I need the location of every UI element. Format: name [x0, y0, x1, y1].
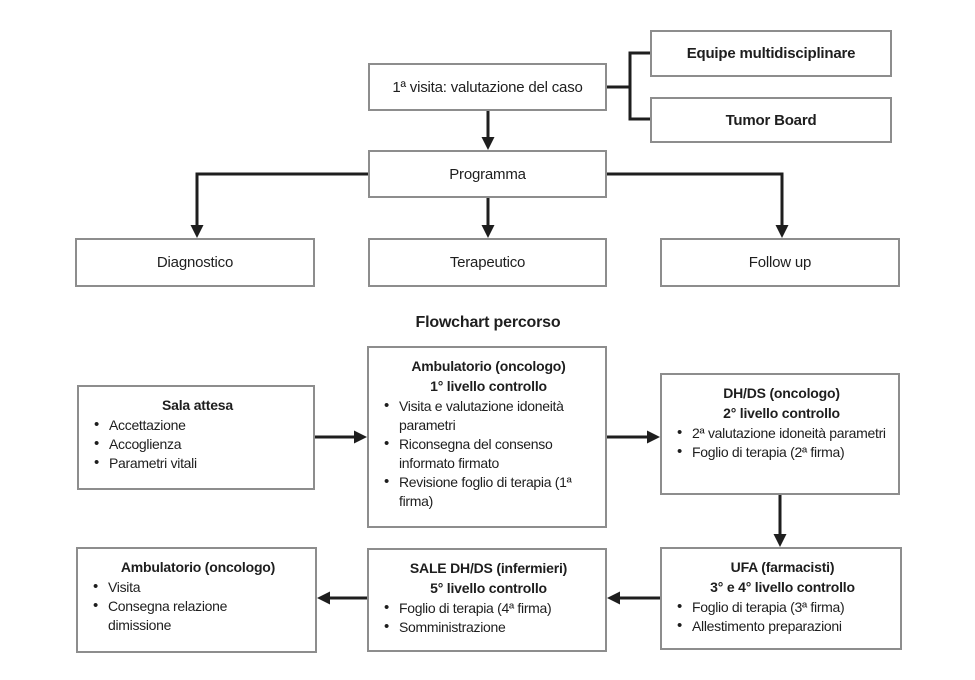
dhds-bullets: 2ª valutazione idoneità parametri Foglio…: [671, 423, 892, 462]
diagnostico-label: Diagnostico: [156, 254, 234, 271]
list-item: Visita e valutazione idoneità parametri: [378, 396, 599, 435]
box-terapeutico: Terapeutico: [368, 238, 607, 287]
first-visit-label: 1ª visita: valutazione del caso: [392, 78, 583, 96]
programma-label: Programma: [449, 165, 526, 183]
ufa-title-line1: UFA (farmacisti): [730, 559, 835, 575]
section-title-flowchart-percorso: Flowchart percorso: [415, 314, 561, 331]
list-item: Consegna relazione dimissione: [87, 596, 278, 635]
follow-up-label: Follow up: [748, 254, 812, 271]
ufa-bullets: Foglio di terapia (3ª firma) Allestiment…: [671, 597, 894, 636]
sale-dhds-title-line1: SALE DH/DS (infermieri): [409, 560, 568, 576]
box-ambulatorio-oncologo-1: Ambulatorio (oncologo) 1° livello contro…: [367, 346, 607, 528]
box-follow-up: Follow up: [660, 238, 900, 287]
list-item: Foglio di terapia (3ª firma): [671, 597, 894, 617]
ambulatorio2-bullets: Visita Consegna relazione dimissione: [87, 577, 309, 635]
sale-dhds-bullets: Foglio di terapia (4ª firma) Somministra…: [378, 598, 599, 637]
arrow-programma-to-followup: [607, 172, 789, 238]
bracket-first-visit-to-equipe-tumorboard: [607, 51, 650, 121]
box-tumor-board: Tumor Board: [650, 97, 892, 143]
list-item: Revisione foglio di terapia (1ª firma): [378, 472, 599, 511]
box-sale-dh-ds-infermieri: SALE DH/DS (infermieri) 5° livello contr…: [367, 548, 607, 652]
box-ambulatorio-oncologo-2: Ambulatorio (oncologo) Visita Consegna r…: [76, 547, 317, 653]
arrow-dhds-to-ufa: [773, 495, 787, 547]
box-ufa-farmacisti: UFA (farmacisti) 3° e 4° livello control…: [660, 547, 902, 650]
ambulatorio1-title-line2: 1° livello controllo: [430, 378, 547, 394]
list-item: Accoglienza: [88, 434, 307, 454]
box-first-visit: 1ª visita: valutazione del caso: [368, 63, 607, 111]
list-item: Somministrazione: [378, 617, 599, 637]
box-diagnostico: Diagnostico: [75, 238, 315, 287]
dhds-title-line2: 2° livello controllo: [723, 405, 840, 421]
sala-attesa-bullets: Accettazione Accoglienza Parametri vital…: [88, 415, 307, 473]
sale-dhds-title-line2: 5° livello controllo: [430, 580, 547, 596]
arrow-sale-dhds-to-ambulatorio2: [317, 591, 367, 605]
box-sala-attesa: Sala attesa Accettazione Accoglienza Par…: [77, 385, 315, 490]
arrow-ufa-to-sale-dhds: [607, 591, 660, 605]
arrow-programma-to-diagnostico: [190, 172, 368, 238]
box-programma: Programma: [368, 150, 607, 198]
arrow-sala-attesa-to-ambulatorio1: [315, 430, 367, 444]
box-equipe-multidisciplinare: Equipe multidisciplinare: [650, 30, 892, 77]
list-item: Parametri vitali: [88, 453, 307, 473]
list-item: Riconsegna del consenso informato firmat…: [378, 434, 599, 473]
box-dh-ds-oncologo: DH/DS (oncologo) 2° livello controllo 2ª…: [660, 373, 900, 495]
list-item: 2ª valutazione idoneità parametri: [671, 423, 892, 443]
arrow-ambulatorio1-to-dhds: [607, 430, 660, 444]
ufa-title-line2: 3° e 4° livello controllo: [710, 579, 855, 595]
arrow-programma-to-terapeutico: [481, 198, 495, 238]
dhds-title-line1: DH/DS (oncologo): [723, 385, 840, 401]
ambulatorio1-bullets: Visita e valutazione idoneità parametri …: [378, 396, 599, 511]
list-item: Allestimento preparazioni: [671, 616, 894, 636]
arrow-first-visit-to-programma: [481, 111, 495, 150]
list-item: Foglio di terapia (4ª firma): [378, 598, 599, 618]
tumor-board-label: Tumor Board: [725, 111, 817, 129]
list-item: Accettazione: [88, 415, 307, 435]
sala-attesa-title: Sala attesa: [162, 397, 233, 413]
list-item: Foglio di terapia (2ª firma): [671, 442, 892, 462]
list-item: Visita: [87, 577, 278, 597]
terapeutico-label: Terapeutico: [449, 254, 526, 271]
equipe-label: Equipe multidisciplinare: [686, 45, 856, 62]
ambulatorio1-title-line1: Ambulatorio (oncologo): [411, 358, 566, 374]
ambulatorio2-title: Ambulatorio (oncologo): [120, 559, 276, 575]
